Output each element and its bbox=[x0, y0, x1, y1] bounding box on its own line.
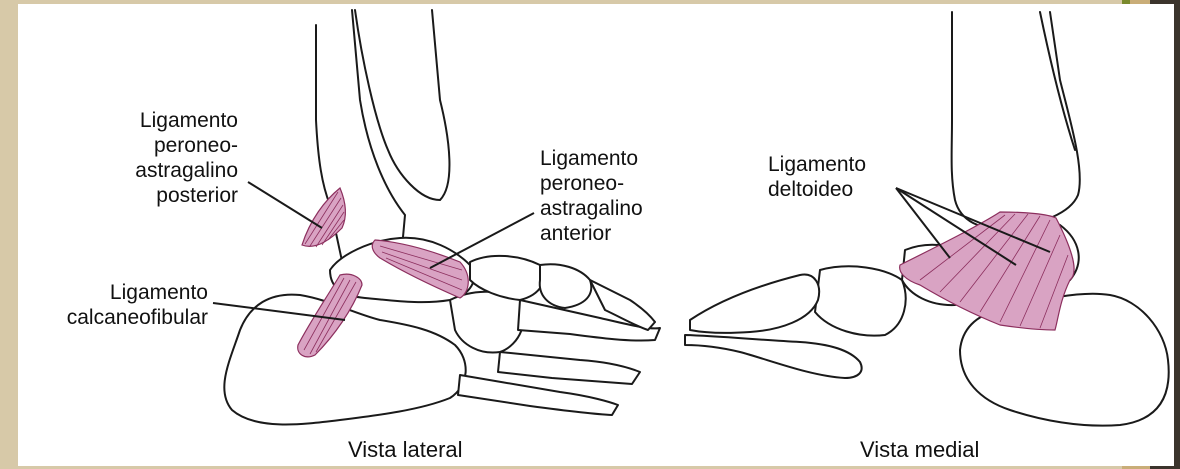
medial-tibia bbox=[952, 12, 1080, 229]
label-line: Ligamento bbox=[96, 108, 238, 133]
caption-medial: Vista medial bbox=[860, 437, 979, 463]
label-line: anterior bbox=[540, 221, 690, 246]
ligament-deltoid bbox=[900, 212, 1074, 330]
lateral-metatarsal-2 bbox=[498, 352, 640, 384]
label-calcaneofibular: Ligamento calcaneofibular bbox=[40, 280, 208, 330]
label-line: peroneo- bbox=[96, 133, 238, 158]
lateral-cuboid bbox=[450, 292, 524, 353]
label-line: astragalino bbox=[540, 196, 690, 221]
label-line: Ligamento bbox=[540, 146, 690, 171]
label-line: Ligamento bbox=[768, 152, 898, 177]
label-line: Ligamento bbox=[40, 280, 208, 305]
label-deltoid: Ligamento deltoideo bbox=[768, 152, 898, 202]
medial-cuneiform bbox=[815, 266, 906, 335]
leader-posterior bbox=[248, 182, 322, 228]
label-posterior-talofibular: Ligamento peroneo- astragalino posterior bbox=[96, 108, 238, 208]
label-anterior-talofibular: Ligamento peroneo- astragalino anterior bbox=[540, 146, 690, 246]
caption-lateral: Vista lateral bbox=[348, 437, 463, 463]
lateral-cuneiform bbox=[540, 264, 592, 308]
label-line: posterior bbox=[96, 183, 238, 208]
label-line: deltoideo bbox=[768, 177, 898, 202]
label-line: peroneo- bbox=[540, 171, 690, 196]
label-line: astragalino bbox=[96, 158, 238, 183]
label-line: calcaneofibular bbox=[40, 305, 208, 330]
medial-metatarsal-1 bbox=[690, 275, 819, 333]
medial-metatarsal-2 bbox=[685, 335, 862, 378]
